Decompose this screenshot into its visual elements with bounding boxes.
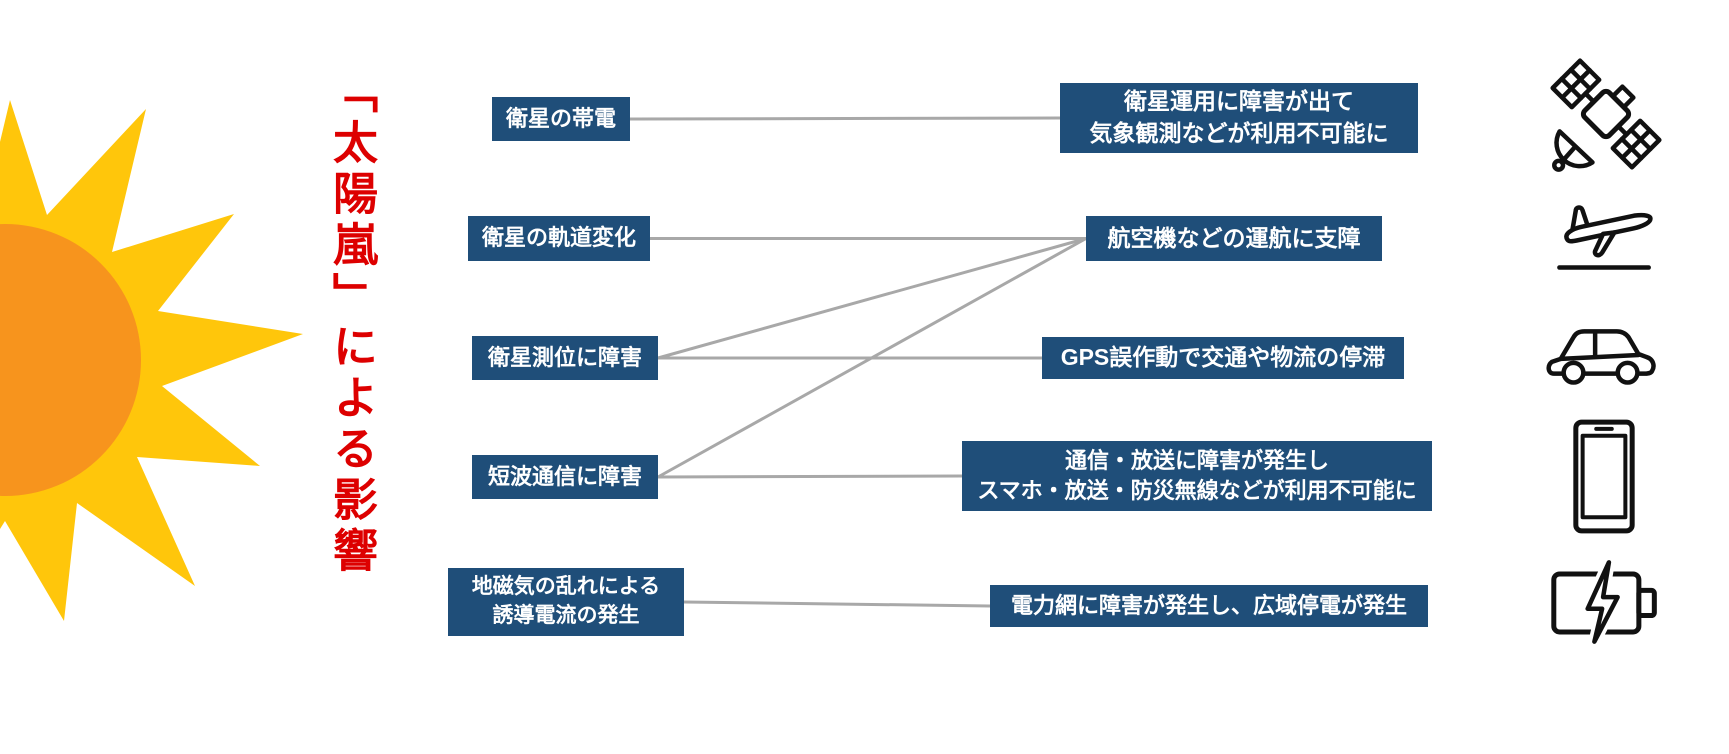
cause-hf-comm-failure: 短波通信に障害 [472,455,658,499]
smartphone-icon [1570,418,1638,535]
battery-icon [1548,560,1664,644]
sun-rays [0,100,303,621]
cause-orbit-change: 衛星の軌道変化 [468,216,650,261]
satellite-icon [1548,56,1664,172]
effect-gps-malfunction: GPS誤作動で交通や物流の停滞 [1042,337,1404,379]
effect-communication-broadcast: 通信・放送に障害が発生し スマホ・放送・防災無線などが利用不可能に [962,441,1432,511]
effect-satellite-operation: 衛星運用に障害が出て 気象観測などが利用不可能に [1060,83,1418,153]
page-title: 「太陽嵐」による影響 [325,68,378,578]
effect-power-grid: 電力網に障害が発生し、広域停電が発生 [990,585,1428,627]
cause-positioning-failure: 衛星測位に障害 [472,336,658,380]
car-icon [1544,322,1662,384]
cause-satellite-charging: 衛星の帯電 [492,97,630,141]
sun-illustration [0,100,303,621]
cause-induced-current: 地磁気の乱れによる 誘導電流の発生 [448,568,684,636]
sun-core [0,224,141,496]
effect-aircraft-operation: 航空機などの運航に支障 [1086,216,1382,261]
airplane-icon [1548,182,1662,277]
